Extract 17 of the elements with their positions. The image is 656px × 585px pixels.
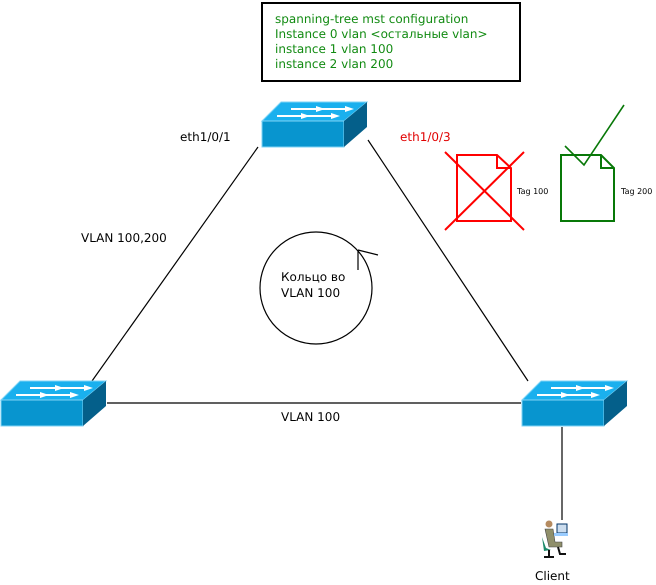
config-line: spanning-tree mst configuration	[275, 12, 470, 27]
link-line	[561, 427, 563, 520]
config-line: instance 2 vlan 200	[275, 57, 394, 72]
tag-label: Tag 200	[621, 187, 652, 196]
client-label: Client	[535, 569, 570, 583]
link-line	[368, 140, 528, 382]
link-line	[107, 402, 521, 404]
port-label: eth1/0/3	[400, 130, 451, 144]
link-line	[92, 146, 258, 382]
config-box	[261, 2, 521, 82]
ring-label: Кольцо во VLAN 100	[281, 269, 346, 301]
port-label: eth1/0/1	[180, 130, 231, 144]
edge-label: VLAN 100	[281, 410, 340, 424]
config-line: Instance 0 vlan <остальные vlan>	[275, 27, 489, 42]
edge-label: VLAN 100,200	[81, 231, 167, 245]
config-line: instance 1 vlan 100	[275, 42, 394, 57]
tag-label: Tag 100	[517, 187, 548, 196]
